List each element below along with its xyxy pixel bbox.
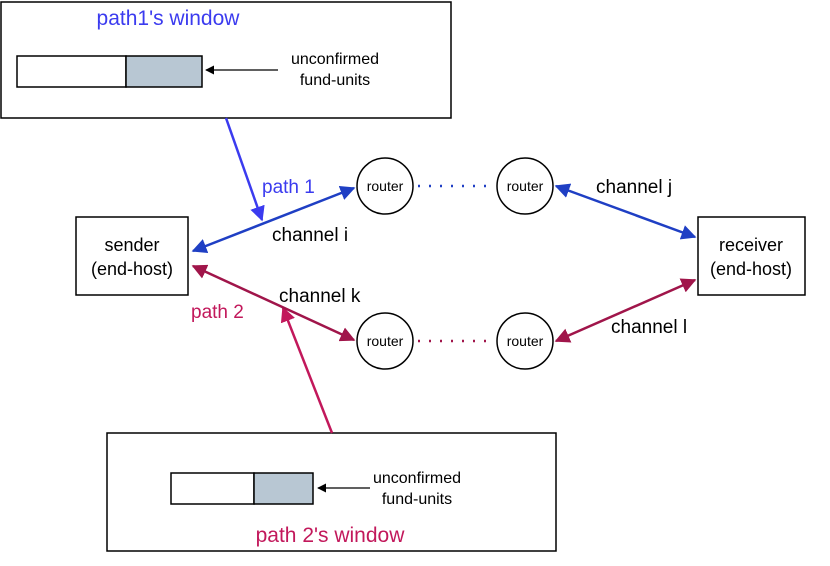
sender-node: sender (end-host): [75, 216, 189, 296]
router-top-left: router: [356, 157, 414, 215]
channel-i-edge: [191, 185, 356, 254]
router-top-left-circle: [356, 157, 414, 215]
receiver-box: [697, 216, 806, 296]
sender-sublabel: (end-host): [91, 259, 173, 279]
path1-window-note-line1: unconfirmed: [291, 51, 379, 68]
path2-window-note-line1: unconfirmed: [373, 470, 461, 487]
path1-window-title: path1's window: [97, 7, 241, 30]
router-bottom-left-label: router: [367, 333, 404, 349]
router-bottom-left-circle: [356, 312, 414, 370]
channel-k-edge: [191, 264, 356, 342]
sender-label: sender: [104, 235, 159, 255]
path1-window: path1's window unconfirmed fund-units: [0, 1, 452, 119]
receiver-sublabel: (end-host): [710, 259, 792, 279]
path2-window-title: path 2's window: [256, 524, 406, 547]
router-bottom-right: router: [496, 312, 554, 370]
path2-window-note-line2: fund-units: [382, 491, 452, 508]
channel-j-label: channel j: [596, 177, 672, 198]
receiver-label: receiver: [719, 235, 783, 255]
channel-k-label: channel k: [279, 286, 361, 307]
path2-label: path 2: [191, 302, 244, 323]
path1-window-unconfirmed-segment: [125, 55, 203, 88]
path1-window-link-arrow: [224, 117, 265, 222]
router-top-right-circle: [496, 157, 554, 215]
channel-l-edge: [554, 278, 697, 343]
router-top-left-label: router: [367, 178, 404, 194]
path1-window-note-line2: fund-units: [300, 72, 370, 89]
router-top-right-label: router: [507, 178, 544, 194]
path1-label: path 1: [262, 177, 315, 198]
path2-window-confirmed-segment: [170, 472, 255, 505]
channel-l-label: channel l: [611, 317, 687, 338]
router-bottom-left: router: [356, 312, 414, 370]
channel-i-label: channel i: [272, 225, 348, 246]
sender-box: [75, 216, 189, 296]
receiver-node: receiver (end-host): [697, 216, 806, 296]
channel-j-edge: [554, 183, 697, 240]
path1-window-confirmed-segment: [16, 55, 127, 88]
router-bottom-right-circle: [496, 312, 554, 370]
router-bottom-right-label: router: [507, 333, 544, 349]
path2-window-unconfirmed-segment: [253, 472, 314, 505]
path2-window: unconfirmed fund-units path 2's window: [106, 432, 557, 552]
router-top-right: router: [496, 157, 554, 215]
